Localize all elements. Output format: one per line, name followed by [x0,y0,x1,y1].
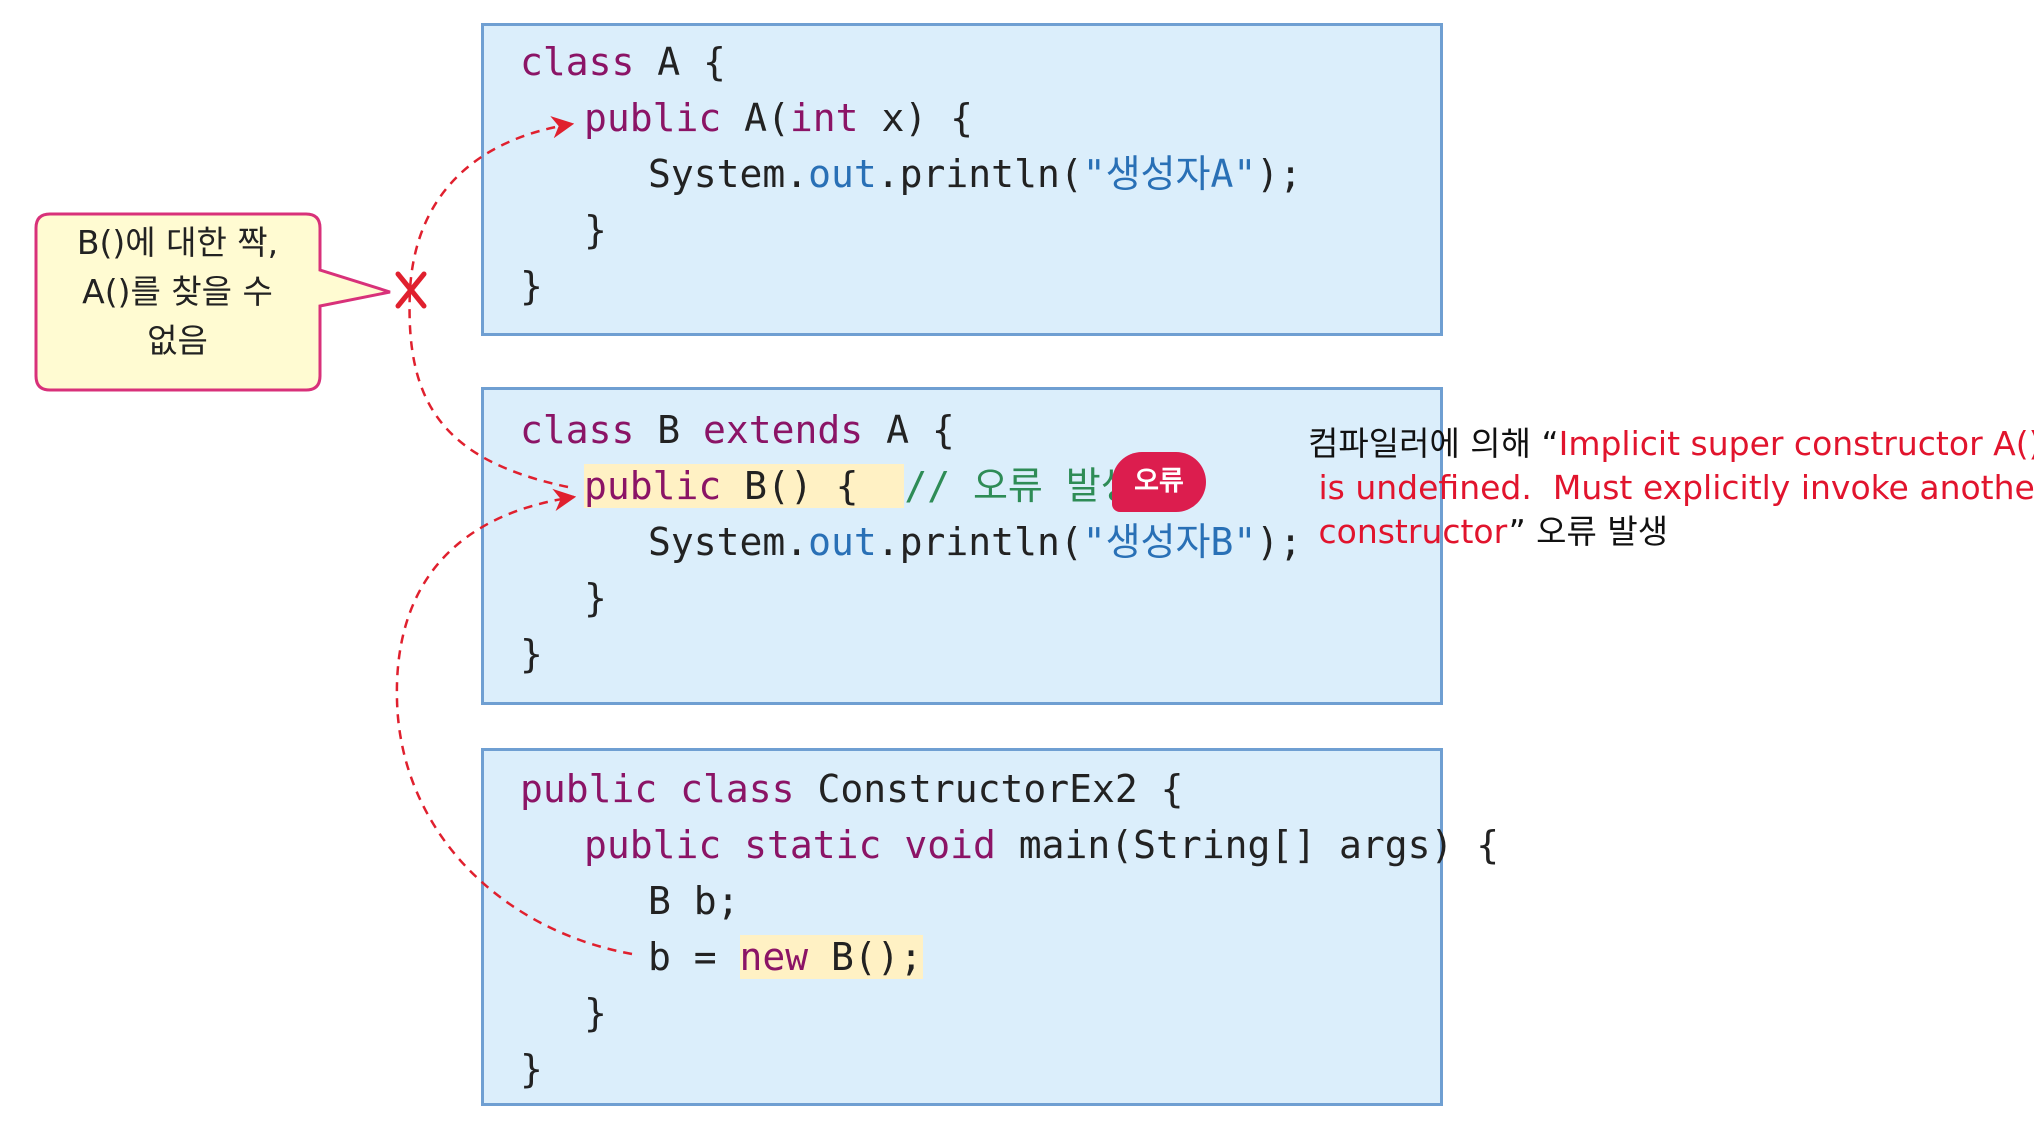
note-line-2: is undefined. Must explicitly invoke ano… [1308,468,2034,507]
class-a-code-block: class A { public A(int x) { System.out.p… [481,23,1443,336]
println-b-statement: System.out.println("생성자B"); [648,520,1302,564]
note-line-3: constructor” 오류 발생 [1308,512,1669,551]
class-b-code-block: class B extends A { public B() { // 오류 발… [481,387,1443,705]
closing-brace: } [520,1047,543,1091]
object-creation-statement: b = new B(); [648,935,923,979]
closing-brace: } [584,991,607,1035]
class-a-declaration: class A { [520,40,726,84]
closing-brace: } [520,264,543,308]
closing-brace: } [584,208,607,252]
callout-message: B()에 대한 짝, A()를 찾을 수 없음 [76,223,279,360]
x-mark-icon [395,271,427,309]
main-class-code-block: public class ConstructorEx2 { public sta… [481,748,1499,1106]
class-b-declaration: class B extends A { [520,408,955,452]
compiler-error-note: 컴파일러에 의해 “Implicit super constructor A()… [1308,422,2034,554]
arrow-b-to-a [408,116,575,489]
arrow-new-b-to-constructor-b [395,488,633,956]
note-line-1: 컴파일러에 의해 “Implicit super constructor A() [1308,424,2034,463]
constructor-a-declaration: public A(int x) { [584,96,973,140]
main-class-declaration: public class ConstructorEx2 { [520,767,1184,811]
println-a-statement: System.out.println("생성자A"); [648,152,1302,196]
variable-declaration: B b; [648,879,740,923]
main-method-declaration: public static void main(String[] args) { [584,823,1500,867]
constructor-b-highlight: public B() { [584,464,905,508]
closing-brace: } [520,632,543,676]
error-badge: 오류 [1112,452,1206,512]
new-b-highlight: new B(); [739,935,923,979]
closing-brace: } [584,576,607,620]
callout-bubble [34,212,391,392]
